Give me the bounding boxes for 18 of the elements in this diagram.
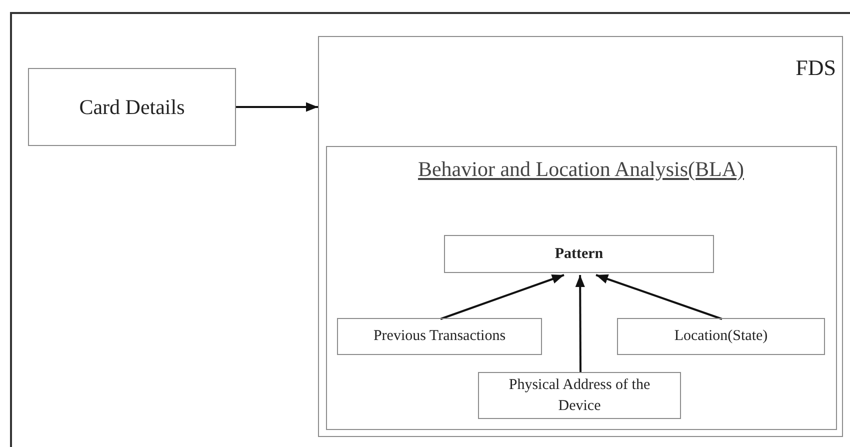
process-box xyxy=(444,235,714,273)
analysis-panel xyxy=(326,146,836,430)
box-label: Pattern xyxy=(554,246,604,262)
box-label: Location(State) xyxy=(674,328,768,345)
process-box xyxy=(617,318,825,355)
arrow xyxy=(575,275,585,373)
process-box xyxy=(478,372,681,419)
heading: Behavior and Location Analysis(BLA) xyxy=(416,156,745,182)
box-label: Physical Address of the Device xyxy=(508,376,652,416)
arrow xyxy=(236,102,318,112)
box-label: Previous Transactions xyxy=(373,328,506,345)
process-box xyxy=(337,318,542,355)
system-container xyxy=(318,36,843,437)
heading: FDS xyxy=(796,55,836,81)
box-label: Card Details xyxy=(79,94,185,120)
arrow xyxy=(596,274,722,320)
process-box xyxy=(28,68,236,146)
arrow xyxy=(440,274,564,320)
